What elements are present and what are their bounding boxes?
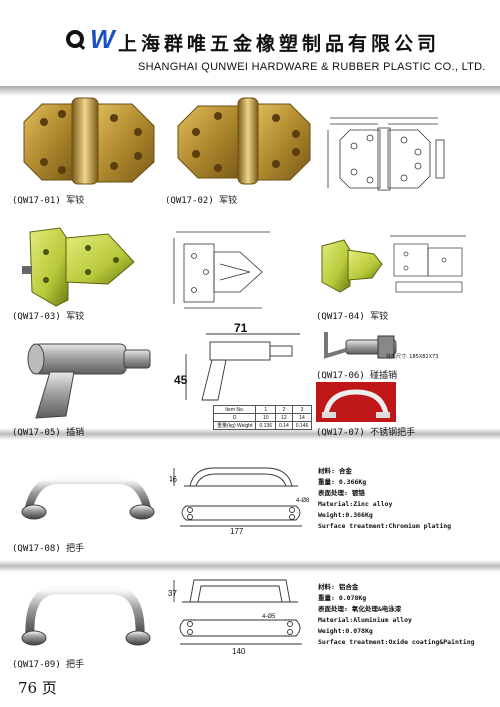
divider-band xyxy=(0,428,500,440)
divider-band xyxy=(0,560,500,572)
hinge-photo-02 xyxy=(177,97,311,185)
divider-band xyxy=(0,86,500,96)
spring-bolt-drawing-05: 71 45 xyxy=(174,322,300,401)
caption-qw17-09: (QW17-09) 把手 xyxy=(12,660,85,670)
handle-drawing-08: 46 177 4-Ø8 xyxy=(170,467,310,534)
dim-46: 46 xyxy=(170,475,177,484)
dim-45: 45 xyxy=(174,373,188,387)
hinge-drawing-03 xyxy=(173,231,270,309)
dim-140: 140 xyxy=(232,647,246,656)
company-name-cn: 上海群唯五金橡塑制品有限公司 xyxy=(118,33,441,55)
spec-block-09: 材料: 铝合金 重量: 0.078Kg 表面处理: 氧化处理&电泳漆 Mater… xyxy=(318,583,475,646)
catalog-header: W 上海群唯五金橡塑制品有限公司 SHANGHAI QUNWEI HARDWAR… xyxy=(0,0,500,88)
caption-qw17-06: (QW17-06) 碰插销 xyxy=(316,371,398,381)
caption-qw17-08: (QW17-08) 把手 xyxy=(12,544,85,554)
dim-177: 177 xyxy=(230,527,244,534)
handle-photo-07 xyxy=(316,382,396,422)
caption-qw17-07: (QW17-07) 不锈钢把手 xyxy=(316,428,416,438)
page-number: 76 页 xyxy=(18,679,57,697)
handle-photo-09 xyxy=(21,585,151,646)
hinge-drawing-01 xyxy=(327,117,445,191)
caption-qw17-03: (QW17-03) 军铰 xyxy=(12,312,85,322)
caption-qw17-02: (QW17-02) 军铰 xyxy=(165,196,238,206)
dim-holes-08: 4-Ø8 xyxy=(296,498,310,504)
dim-37: 37 xyxy=(168,589,177,598)
latch-photo-06 xyxy=(324,332,397,359)
handle-drawing-09: 37 140 4-Ø5 xyxy=(168,579,302,656)
caption-qw17-01: (QW17-01) 军铰 xyxy=(12,196,85,206)
hinge-photo-03 xyxy=(22,227,135,307)
caption-qw17-05: (QW17-05) 插销 xyxy=(12,428,85,438)
caption-qw17-04: (QW17-04) 军铰 xyxy=(316,312,389,322)
dim-holes-09: 4-Ø5 xyxy=(262,614,276,620)
hinge-photo-04 xyxy=(321,235,466,293)
handle-photo-08 xyxy=(21,476,155,520)
hinge-photo-01 xyxy=(23,97,155,185)
company-name-en: SHANGHAI QUNWEI HARDWARE & RUBBER PLASTI… xyxy=(138,61,486,73)
logo-q-icon xyxy=(66,30,84,48)
logo-w: W xyxy=(90,24,115,54)
dim-71: 71 xyxy=(234,322,248,335)
spring-bolt-photo-05 xyxy=(27,343,151,419)
spec-block-08: 材料: 合金 重量: 0.366Kg 表面处理: 镀铬 Material:Zin… xyxy=(318,467,452,530)
latch-size: 外形尺寸: 185X82X73 xyxy=(386,354,439,360)
